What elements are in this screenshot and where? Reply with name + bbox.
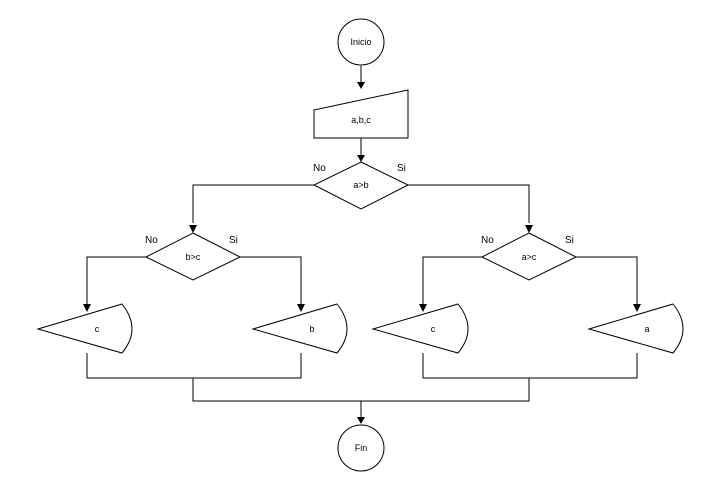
arrowhead xyxy=(357,417,365,424)
decision-a-gt-c: a>c xyxy=(480,232,578,281)
branch-label-no: No xyxy=(145,235,158,246)
output-b-label: b xyxy=(309,324,314,334)
arrowhead xyxy=(357,82,365,89)
arrowhead xyxy=(419,304,427,312)
edge-cond-ac-no xyxy=(422,256,482,304)
edge-cond-ac-yes xyxy=(576,256,638,304)
arrowhead xyxy=(189,225,197,233)
edge-merge-all xyxy=(192,378,530,402)
arrowhead xyxy=(633,304,641,312)
edge-cond-bc-yes xyxy=(240,256,302,304)
end-label: Fin xyxy=(355,443,368,453)
branch-label-yes: Si xyxy=(565,235,574,246)
decision-b-gt-c: b>c xyxy=(144,232,242,281)
edge-cond-bc-no xyxy=(86,256,146,304)
edge-cond-ab-no xyxy=(192,184,314,223)
start-node: Inicio xyxy=(337,18,385,66)
decision-a-gt-b: a>b xyxy=(312,161,410,210)
input-node: a,b,c xyxy=(313,89,409,139)
input-label: a,b,c xyxy=(351,115,371,125)
arrowhead xyxy=(357,155,365,162)
edge-cond-ab-yes xyxy=(408,184,530,223)
output-a-label: a xyxy=(644,324,649,334)
decision-a-gt-b-label: a>b xyxy=(353,180,368,190)
output-c-left-label: c xyxy=(95,324,100,334)
output-c-right: c xyxy=(371,303,469,354)
branch-label-no: No xyxy=(313,163,326,174)
output-c-right-label: c xyxy=(431,324,436,334)
arrowhead xyxy=(297,304,305,312)
arrowhead xyxy=(83,304,91,312)
edge-merge-left xyxy=(86,353,302,379)
branch-label-yes: Si xyxy=(397,163,406,174)
branch-label-yes: Si xyxy=(229,235,238,246)
connectors xyxy=(86,66,638,417)
decision-a-gt-c-label: a>c xyxy=(522,252,537,262)
edge-merge-right xyxy=(422,353,638,379)
output-b: b xyxy=(251,303,348,354)
output-a: a xyxy=(587,303,684,354)
start-label: Inicio xyxy=(350,37,371,47)
decision-b-gt-c-label: b>c xyxy=(186,252,201,262)
arrowheads xyxy=(83,82,641,424)
output-c-left: c xyxy=(36,303,133,354)
branch-label-no: No xyxy=(481,235,494,246)
end-node: Fin xyxy=(337,424,385,472)
arrowhead xyxy=(525,225,533,233)
